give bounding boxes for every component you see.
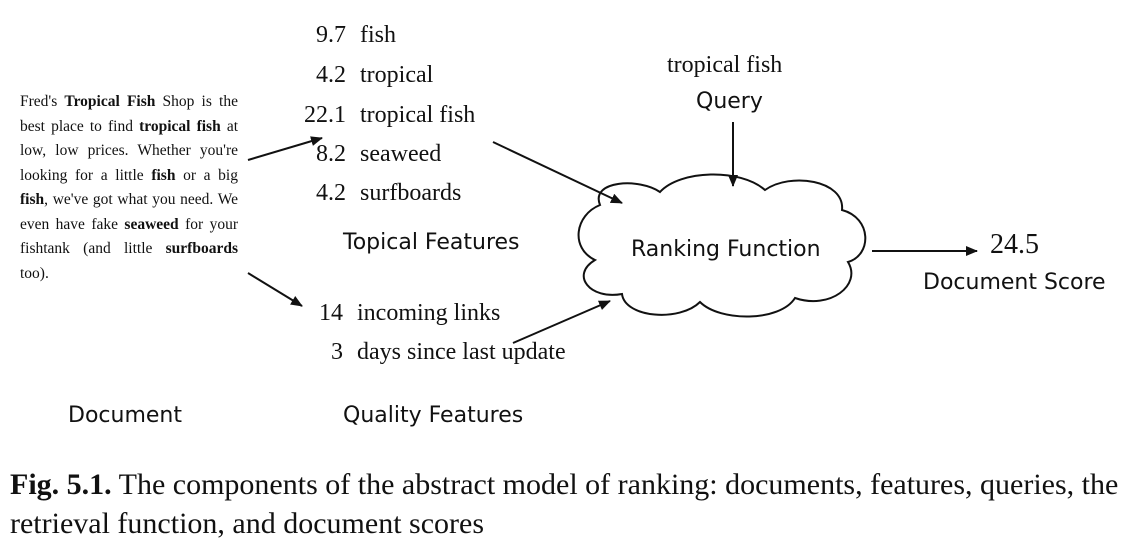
document-text-segment: too). xyxy=(20,264,49,282)
document-label: Document xyxy=(68,403,182,428)
quality-feature-row: 14 incoming links xyxy=(305,300,500,327)
caption-text: The components of the abstract model of … xyxy=(10,468,1119,540)
feature-value: 3 xyxy=(331,339,343,365)
feature-term: tropical xyxy=(360,62,434,88)
feature-term: tropical fish xyxy=(360,102,476,128)
feature-term: fish xyxy=(360,22,396,48)
document-keyword: fish xyxy=(151,166,176,184)
query-text: tropical fish xyxy=(667,52,783,78)
topical-features-label: Topical Features xyxy=(343,230,520,255)
topical-feature-row: 8.2 seaweed xyxy=(286,141,441,168)
feature-term: incoming links xyxy=(357,300,501,326)
document-text: Fred's Tropical Fish Shop is the best pl… xyxy=(20,90,238,286)
document-keyword: tropical fish xyxy=(139,117,221,135)
arrow-document-to-quality xyxy=(247,272,303,307)
document-text-segment: Shop is the best place to find xyxy=(20,93,238,135)
topical-feature-row: 4.2 surfboards xyxy=(286,180,461,207)
feature-value: 14 xyxy=(319,300,343,326)
query-label: Query xyxy=(696,89,763,114)
document-text-segment: Fred's xyxy=(20,93,65,110)
document-text-segment: for your fishtank (and little xyxy=(20,215,238,258)
document-text-segment: at low, low prices. Whether you're looki… xyxy=(20,117,239,184)
arrow-topical-to-ranking xyxy=(492,141,623,204)
document-keyword: fish xyxy=(20,191,45,208)
feature-term: surfboards xyxy=(360,180,462,206)
document-score-label: Document Score xyxy=(923,270,1106,295)
document-text-segment: , we've got what you need. We even have … xyxy=(20,191,238,233)
arrow-document-to-topical xyxy=(247,136,323,161)
ranking-function-cloud xyxy=(577,173,867,318)
feature-value: 4.2 xyxy=(316,180,346,206)
document-keyword: seaweed xyxy=(124,215,179,233)
ranking-function-label: Ranking Function xyxy=(631,237,821,262)
quality-feature-row: 3 days since last update xyxy=(305,339,566,366)
feature-value: 4.2 xyxy=(316,62,346,88)
arrow-quality-to-ranking xyxy=(512,300,611,344)
feature-value: 22.1 xyxy=(304,102,346,128)
quality-features-label: Quality Features xyxy=(343,403,524,428)
topical-feature-row: 22.1 tropical fish xyxy=(286,102,475,129)
feature-term: seaweed xyxy=(360,141,442,167)
figure-caption: Fig. 5.1. The components of the abstract… xyxy=(10,465,1130,543)
caption-prefix: Fig. 5.1. xyxy=(10,468,112,501)
feature-value: 8.2 xyxy=(316,141,346,167)
document-keyword: Tropical Fish xyxy=(64,93,156,110)
document-text-segment: or a big xyxy=(175,166,238,184)
feature-value: 9.7 xyxy=(316,22,346,48)
document-keyword: surfboards xyxy=(165,240,238,257)
topical-feature-row: 9.7 fish xyxy=(286,22,396,49)
document-score-value: 24.5 xyxy=(990,229,1039,260)
feature-term: days since last update xyxy=(357,339,566,365)
topical-feature-row: 4.2 tropical xyxy=(286,62,433,89)
